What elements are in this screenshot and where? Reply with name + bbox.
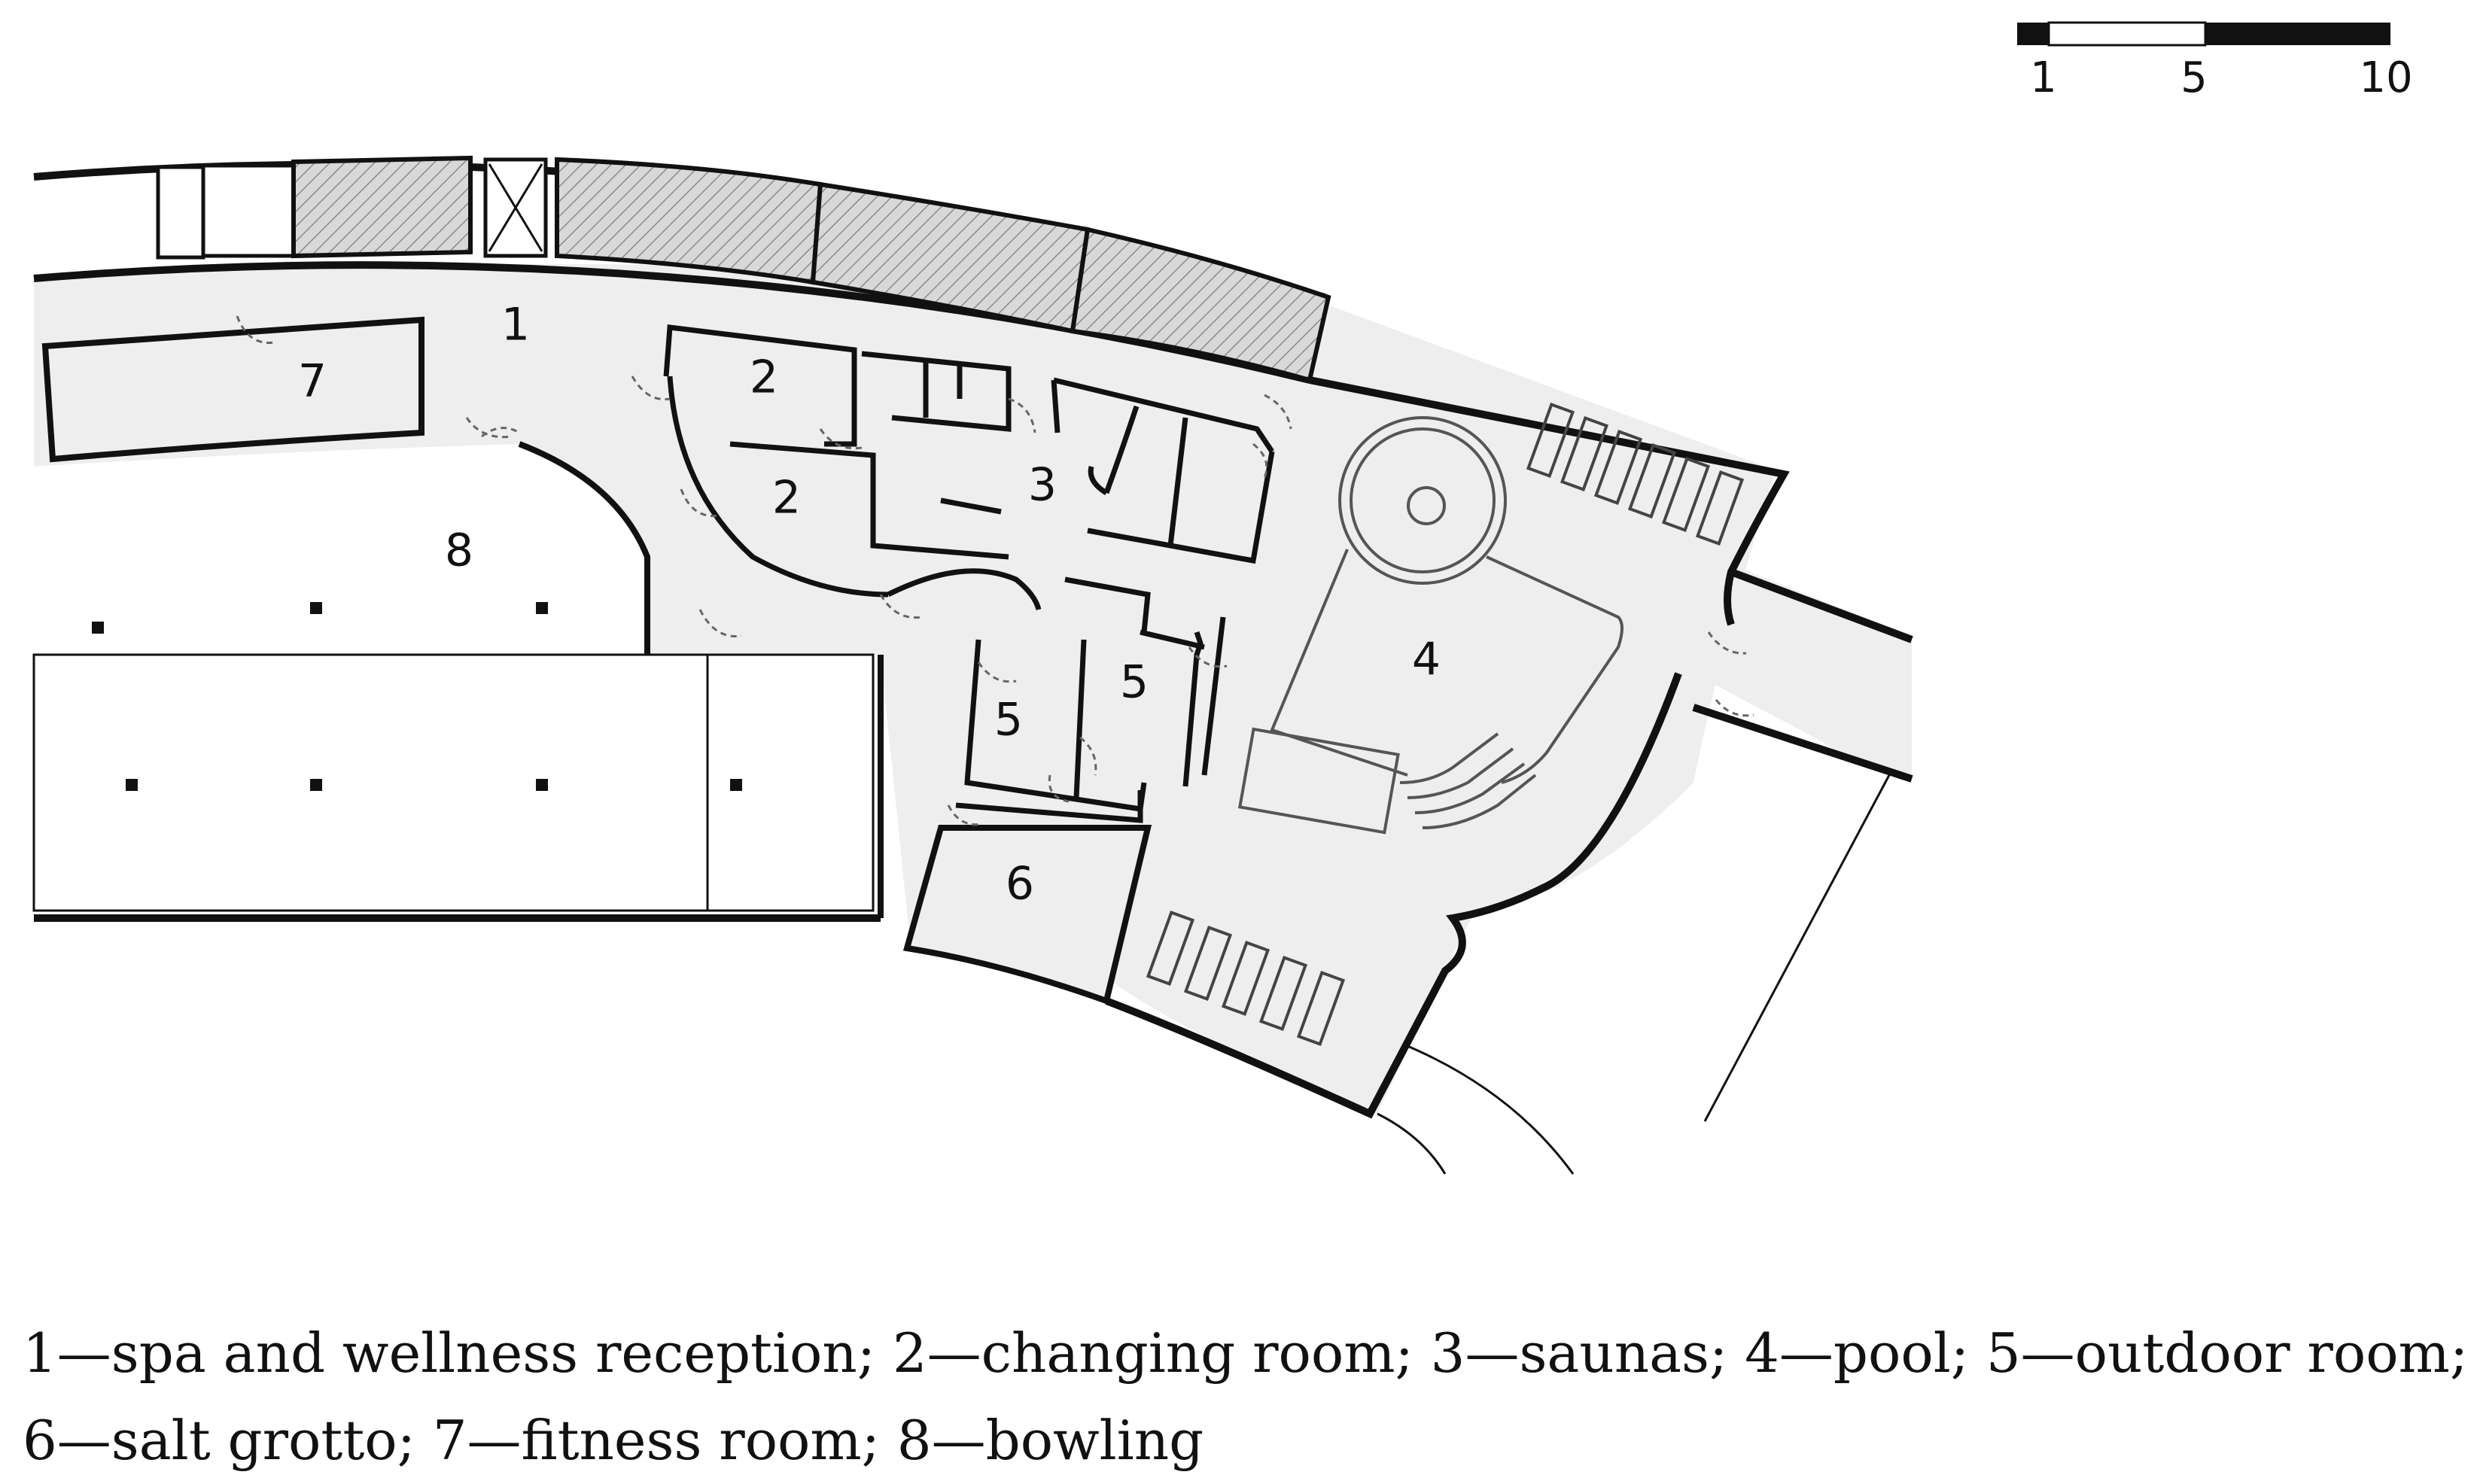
scale-bar: 1 5 10	[2017, 21, 2413, 102]
legend-line-1: 1—spa and wellness reception; 2—changing…	[23, 1321, 2468, 1385]
loungers-north	[1526, 403, 1745, 546]
room-label-saunas: 3	[1028, 459, 1057, 512]
storage-hatched-2	[555, 157, 823, 285]
room-label-salt-grotto: 6	[1006, 858, 1034, 911]
room-label-changing-room-a: 2	[750, 351, 778, 404]
room-labels: 1 2 2 3 4 5 5 6 7 8	[298, 299, 1441, 911]
salt-grotto-walls	[902, 825, 1152, 1005]
bowling-area	[32, 441, 884, 922]
room-label-reception: 1	[501, 299, 530, 351]
scale-tick-10: 10	[2359, 53, 2412, 102]
storage-hatched-1	[291, 155, 473, 259]
door-swings	[236, 315, 1754, 826]
east-extension-lines	[1377, 774, 1891, 1175]
room-label-fitness-room: 7	[298, 355, 327, 408]
loungers-south	[1146, 911, 1346, 1046]
room-label-outdoor-room-a: 5	[1120, 656, 1149, 709]
scale-tick-5: 5	[2180, 53, 2208, 102]
room-label-pool: 4	[1412, 634, 1441, 686]
fitness-room-walls	[41, 316, 425, 463]
room-label-changing-room-b: 2	[772, 472, 801, 525]
north-wall-band	[33, 155, 1331, 384]
legend-line-2: 6—salt grotto; 7—fitness room; 8—bowling	[23, 1409, 1204, 1472]
floor-plan: 1 5 10	[32, 21, 2413, 1175]
storage-hatched-4	[1070, 227, 1331, 383]
east-shell	[1105, 376, 1913, 1119]
scale-tick-1: 1	[2030, 53, 2057, 102]
room-label-bowling: 8	[445, 525, 473, 577]
legend-caption: 1—spa and wellness reception; 2—changing…	[23, 1309, 2468, 1484]
room-label-outdoor-room-b: 5	[994, 694, 1023, 747]
pool	[1237, 416, 1624, 835]
